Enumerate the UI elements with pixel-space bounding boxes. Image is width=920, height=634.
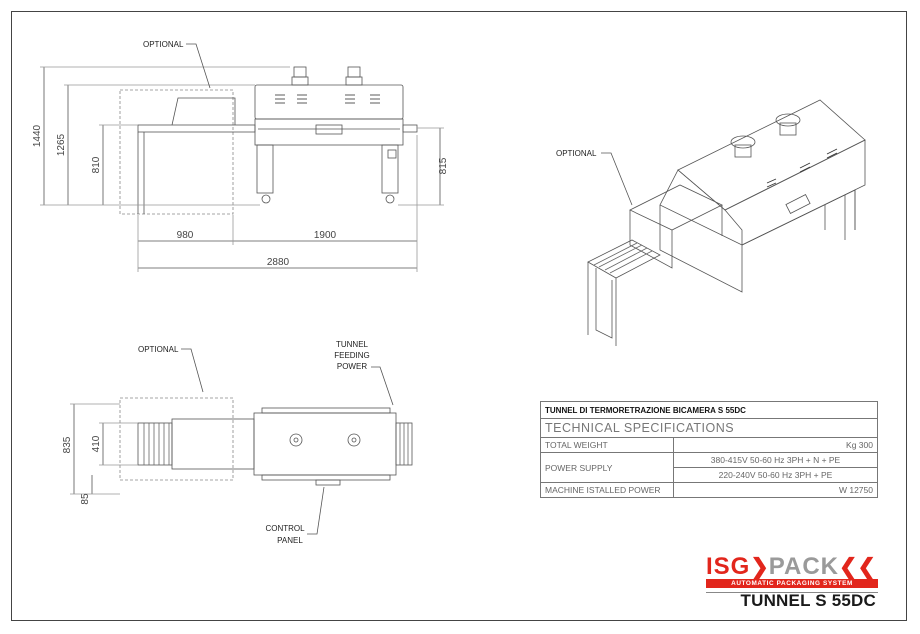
iso-motor-left	[730, 135, 756, 149]
iso-vents	[766, 148, 838, 188]
top-feed-callout-2: FEEDING	[334, 351, 370, 360]
dim-offset: 85	[80, 493, 91, 505]
iso-control-panel	[785, 194, 811, 214]
top-view	[70, 348, 413, 535]
spec-value-installed: W 12750	[673, 482, 878, 498]
logo-pack: PACK	[768, 553, 840, 580]
dim-len-optional: 980	[177, 230, 194, 241]
front-wheel-right	[385, 194, 395, 204]
top-optional-leader	[181, 348, 204, 393]
spec-value-power-2: 220-240V 50-60 Hz 3PH + PE	[673, 467, 878, 483]
dim-len-total: 2880	[267, 257, 290, 268]
top-feed-callout-3: POWER	[337, 362, 367, 371]
top-infeed-rollers	[137, 422, 173, 466]
logo-double-chevron-icon: ❮❮	[839, 554, 876, 579]
front-view	[40, 43, 444, 272]
dim-height-belt: 810	[91, 156, 102, 173]
spec-label-power: POWER SUPPLY	[540, 452, 674, 483]
top-optional-callout: OPTIONAL	[138, 345, 179, 354]
front-optional-callout: OPTIONAL	[143, 40, 184, 49]
front-vents	[275, 94, 380, 104]
iso-optional-hood	[629, 184, 723, 231]
top-optional-body	[171, 418, 255, 470]
dim-width-belt: 410	[91, 435, 102, 452]
front-control-panel	[315, 124, 343, 135]
dim-height-top: 1265	[56, 133, 67, 156]
top-optional-outline	[119, 397, 234, 481]
sheet-border	[11, 11, 907, 621]
front-motor-left	[293, 66, 307, 78]
iso-optional-leader	[601, 152, 633, 206]
spec-value-power-1: 380-415V 50-60 Hz 3PH + N + PE	[673, 452, 878, 468]
iso-infeed-stand	[587, 262, 617, 346]
top-motor-right	[347, 433, 361, 447]
logo-rule	[706, 592, 878, 593]
front-optional-hood	[171, 97, 236, 126]
iso-housing-front	[659, 169, 743, 246]
logo-isg: ISG	[706, 553, 751, 580]
model-title: TUNNEL S 55DC	[740, 591, 876, 610]
top-panel-leader	[307, 486, 325, 535]
front-leg-right	[381, 144, 399, 194]
front-infeed-conveyor	[137, 124, 256, 133]
top-tunnel-body	[253, 412, 397, 476]
spec-label-installed: MACHINE ISTALLED POWER	[540, 482, 674, 498]
front-wheel-left	[261, 194, 271, 204]
iso-housing-base	[659, 205, 743, 293]
logo-tagline: AUTOMATIC PACKAGING SYSTEM	[706, 579, 878, 588]
iso-optional-callout: OPTIONAL	[556, 149, 597, 158]
iso-view	[587, 99, 866, 346]
spec-row-weight: TOTAL WEIGHT Kg 300	[540, 437, 878, 453]
top-feed-callout-1: TUNNEL	[336, 340, 369, 349]
iso-legs	[824, 190, 856, 240]
front-optional-outline	[119, 89, 234, 215]
spec-label-weight: TOTAL WEIGHT	[540, 437, 674, 453]
spec-table: TUNNEL DI TERMORETRAZIONE BICAMERA S 55D…	[540, 401, 878, 498]
top-motor-left	[289, 433, 303, 447]
spec-value-weight: Kg 300	[673, 437, 878, 453]
front-optional-leader	[186, 43, 211, 89]
spec-row-power-1: POWER SUPPLY 380-415V 50-60 Hz 3PH + N +…	[540, 452, 878, 483]
front-outfeed-conveyor	[402, 124, 418, 133]
brand-logo: ISG ❯ PACK ❮❮ AUTOMATIC PACKAGING SYSTEM	[706, 553, 878, 593]
dim-width-total: 835	[62, 436, 73, 453]
front-tunnel-body	[254, 84, 404, 120]
iso-motor-right	[775, 113, 801, 127]
logo-mark: ISG ❯ PACK ❮❮	[706, 553, 878, 580]
front-leg-left	[256, 144, 274, 194]
top-panel-callout-2: PANEL	[277, 536, 303, 545]
logo-chevron-icon: ❯	[750, 554, 769, 579]
top-panel-callout-1: CONTROL	[265, 524, 305, 533]
dim-height-right: 815	[438, 157, 449, 174]
top-control-panel	[315, 479, 341, 486]
spec-title: TUNNEL DI TERMORETRAZIONE BICAMERA S 55D…	[540, 401, 878, 419]
dim-len-tunnel: 1900	[314, 230, 337, 241]
top-feed-leader	[371, 366, 394, 406]
spec-heading: TECHNICAL SPECIFICATIONS	[540, 418, 878, 438]
iso-infeed-rollers	[587, 239, 661, 279]
dim-total-height: 1440	[32, 124, 43, 147]
drawing-labels: OPTIONAL 1440 1265 810 815 980 1900 2880…	[32, 40, 597, 545]
spec-row-installed: MACHINE ISTALLED POWER W 12750	[540, 482, 878, 498]
front-motor-right	[347, 66, 361, 78]
